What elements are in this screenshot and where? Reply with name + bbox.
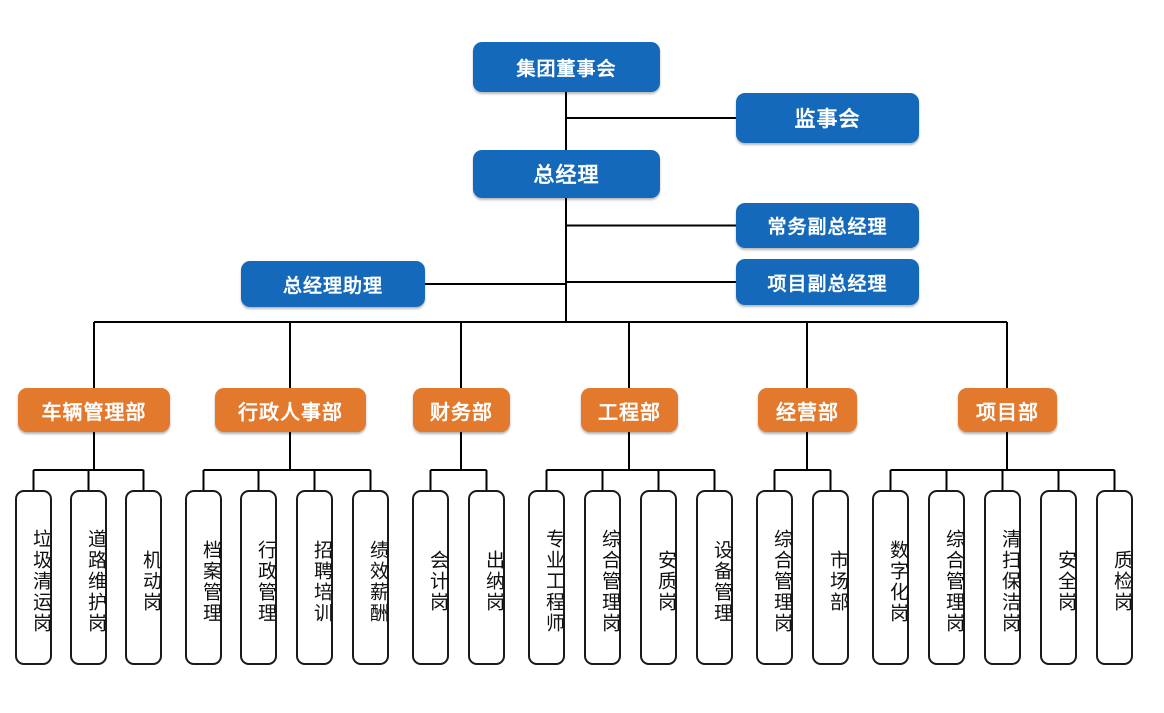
position-node-p17[interactable]: 综合管理岗: [928, 490, 965, 665]
department-node-operation[interactable]: 经营部: [758, 388, 857, 432]
position-node-p14[interactable]: 综合管理岗: [756, 490, 793, 665]
position-node-p20[interactable]: 质检岗: [1096, 490, 1133, 665]
position-node-p09[interactable]: 出纳岗: [468, 490, 505, 665]
department-node-project[interactable]: 项目部: [958, 388, 1057, 432]
position-node-p07[interactable]: 绩效薪酬: [352, 490, 389, 665]
position-node-p03[interactable]: 机动岗: [125, 490, 162, 665]
position-node-p01[interactable]: 垃圾清运岗: [15, 490, 52, 665]
position-node-p10[interactable]: 专业工程师: [528, 490, 565, 665]
position-node-p05[interactable]: 行政管理: [240, 490, 277, 665]
exec-node-gm-assistant[interactable]: 总经理助理: [241, 261, 425, 307]
position-node-p11[interactable]: 综合管理岗: [584, 490, 621, 665]
position-node-p12[interactable]: 安质岗: [640, 490, 677, 665]
exec-node-supervisors[interactable]: 监事会: [736, 93, 919, 143]
department-node-admin-hr[interactable]: 行政人事部: [215, 388, 366, 432]
position-node-p18[interactable]: 清扫保洁岗: [984, 490, 1021, 665]
position-node-p02[interactable]: 道路维护岗: [70, 490, 107, 665]
position-node-p08[interactable]: 会计岗: [412, 490, 449, 665]
exec-node-exec-vp[interactable]: 常务副总经理: [736, 203, 919, 248]
department-node-vehicle[interactable]: 车辆管理部: [18, 388, 170, 432]
department-node-finance[interactable]: 财务部: [413, 388, 510, 432]
position-node-p15[interactable]: 市场部: [812, 490, 849, 665]
department-node-engineer[interactable]: 工程部: [581, 388, 678, 432]
position-node-p13[interactable]: 设备管理: [696, 490, 733, 665]
position-node-p04[interactable]: 档案管理: [185, 490, 222, 665]
position-node-p06[interactable]: 招聘培训: [296, 490, 333, 665]
position-node-p16[interactable]: 数字化岗: [872, 490, 909, 665]
position-node-p19[interactable]: 安全岗: [1040, 490, 1077, 665]
exec-node-board[interactable]: 集团董事会: [473, 42, 660, 92]
exec-node-project-vp[interactable]: 项目副总经理: [736, 259, 919, 305]
exec-node-gm[interactable]: 总经理: [473, 150, 660, 198]
